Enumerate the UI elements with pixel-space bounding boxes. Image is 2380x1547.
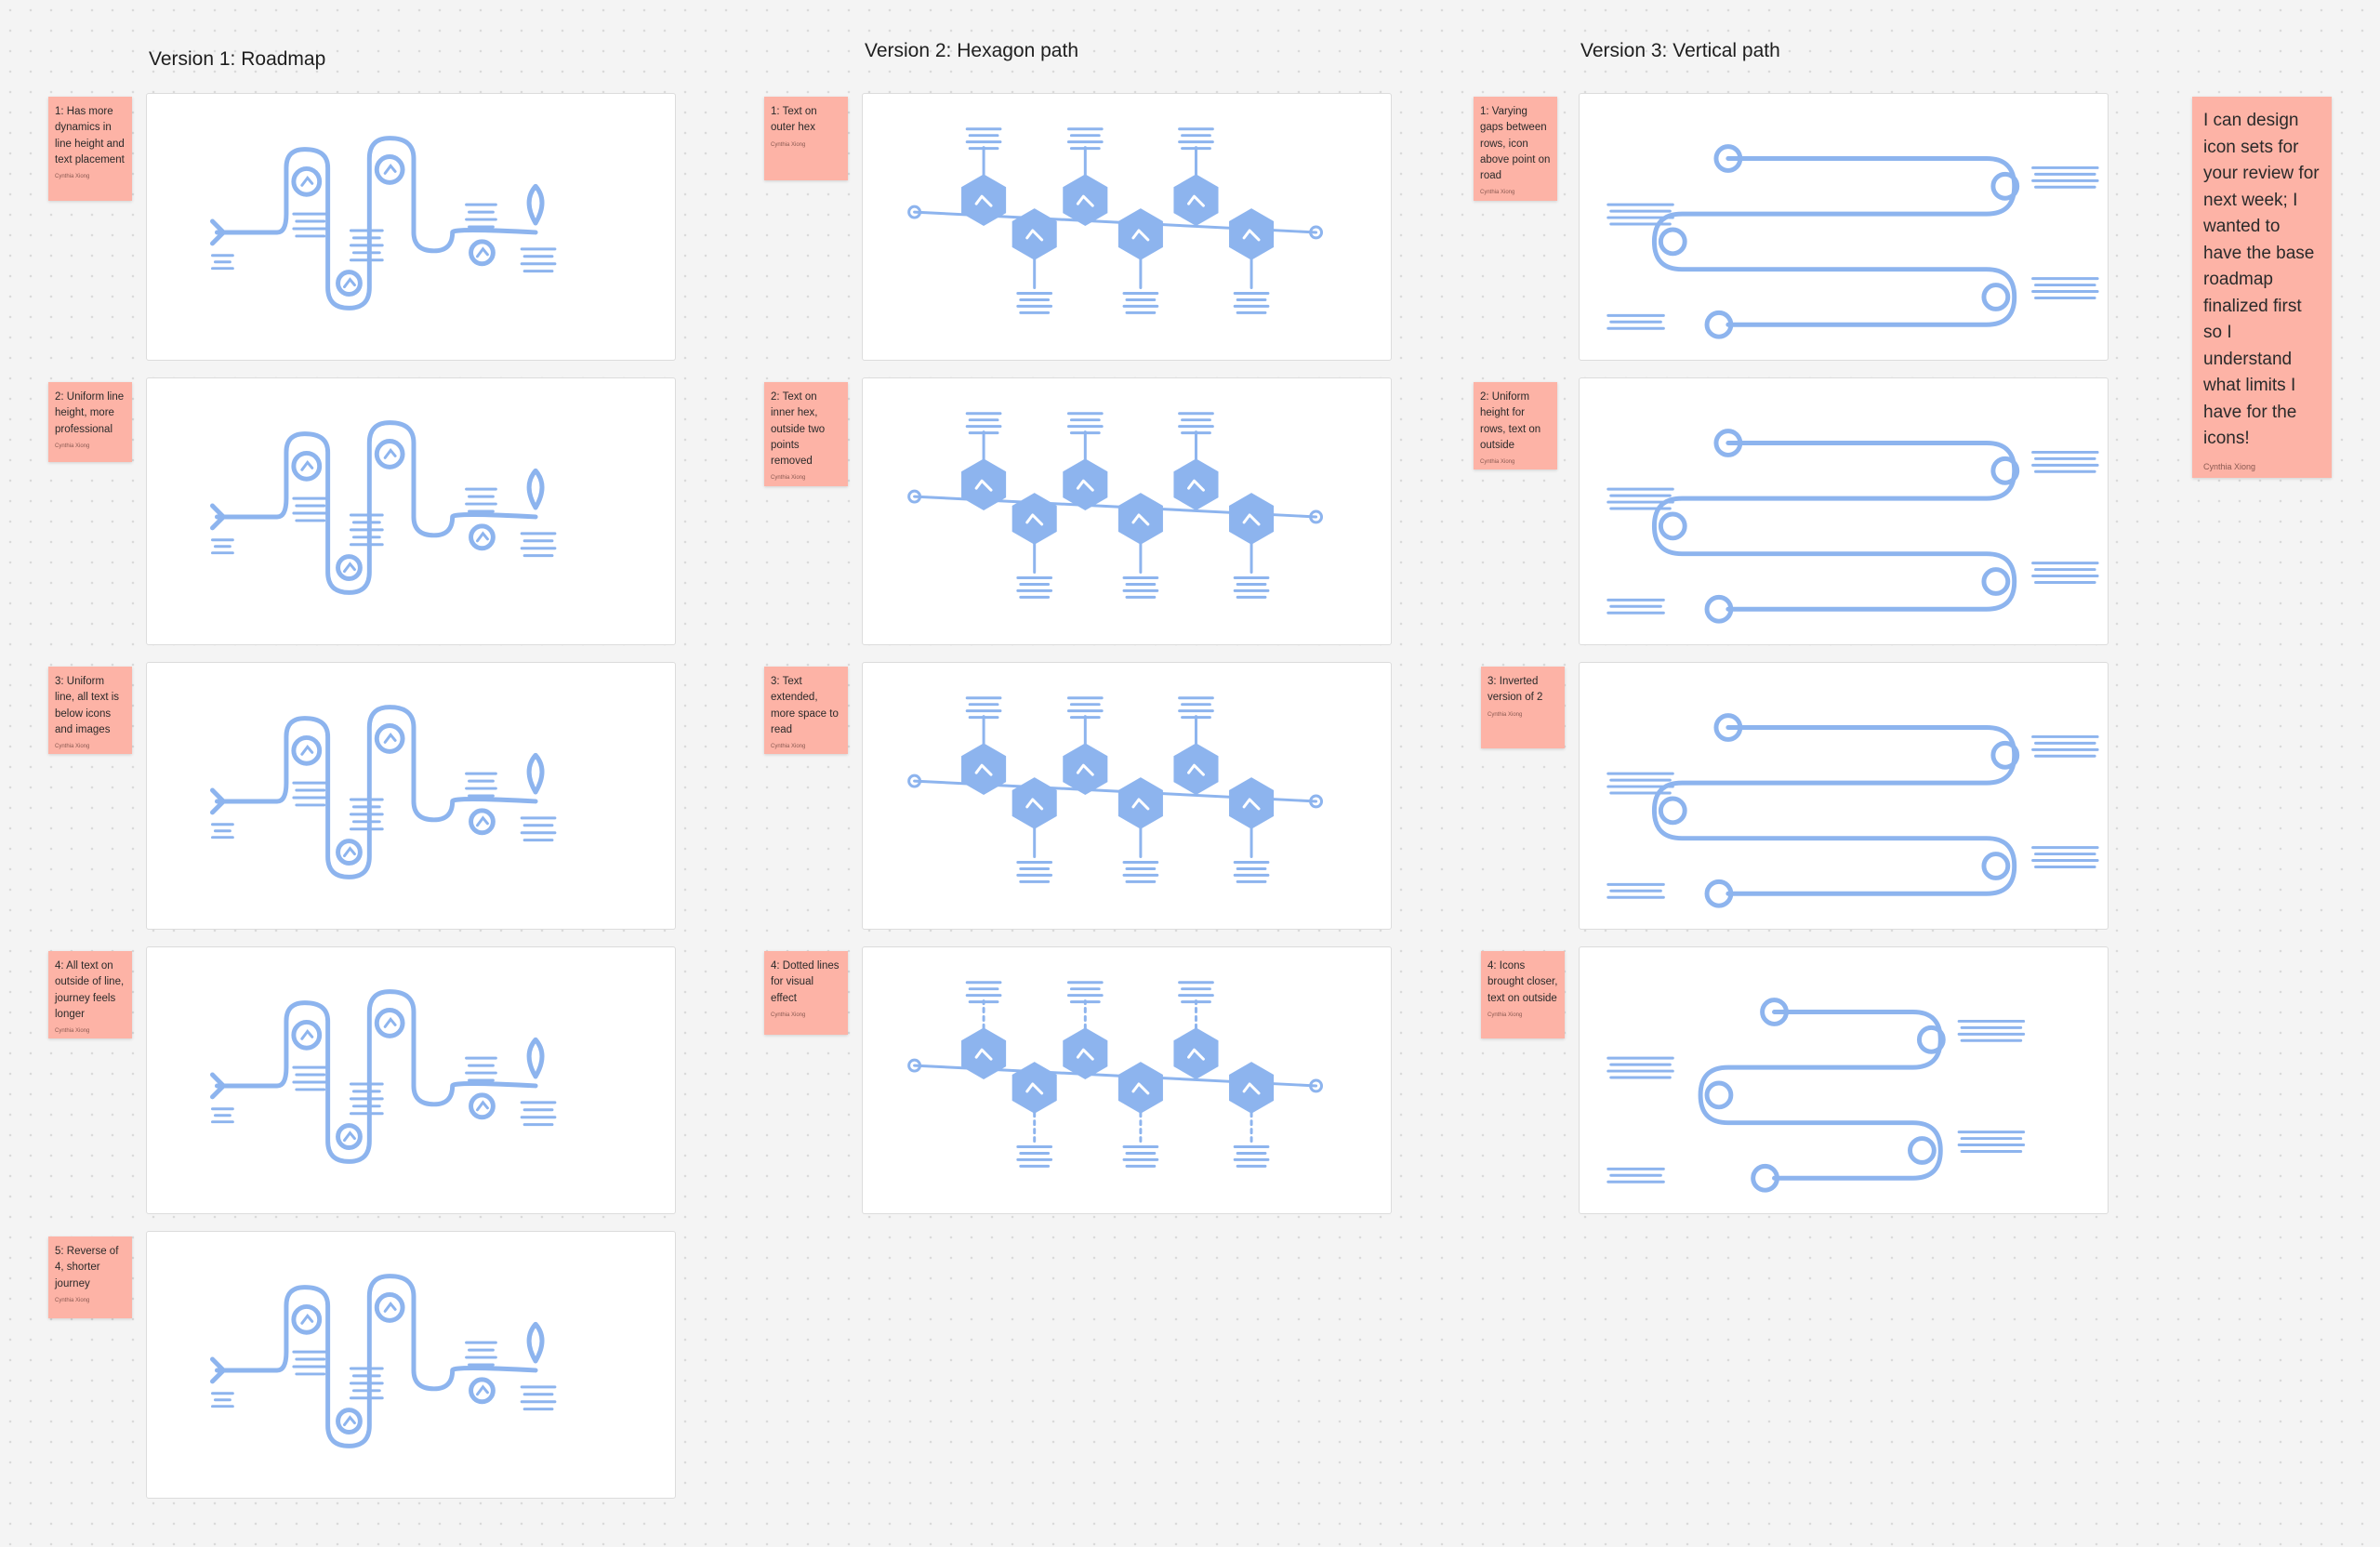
sticky-note-author: Cynthia Xiong bbox=[771, 475, 806, 482]
hexagon-path-sketch bbox=[907, 696, 1324, 883]
sticky-note-author: Cynthia Xiong bbox=[55, 443, 90, 449]
sketch-card-roadmap-1[interactable] bbox=[146, 93, 676, 361]
sticky-note-text: 4: All text on outside of line, journey … bbox=[55, 960, 125, 1020]
sketch-card-vertical-1[interactable] bbox=[1579, 93, 2109, 361]
vertical-path-sketch bbox=[1606, 144, 2099, 339]
roadmap-sketch bbox=[210, 1274, 557, 1448]
sticky-note-text: 2: Text on inner hex, outside two points… bbox=[771, 391, 826, 467]
sticky-note-author: Cynthia Xiong bbox=[771, 1012, 806, 1018]
hexagon-path-sketch bbox=[907, 981, 1324, 1168]
sketch-card-vertical-2[interactable] bbox=[1579, 377, 2109, 645]
roadmap-sketch bbox=[210, 136, 557, 311]
sticky-note-text: 3: Text extended, more space to read bbox=[771, 676, 839, 735]
comment-text: I can design icon sets for your review f… bbox=[2203, 111, 2320, 448]
comment-sticky-note[interactable]: I can design icon sets for your review f… bbox=[2192, 97, 2332, 478]
sticky-note-v1-2[interactable]: 2: Uniform line height, more professiona… bbox=[48, 382, 132, 462]
hexagon-path-sketch bbox=[907, 412, 1324, 599]
sticky-note-v1-3[interactable]: 3: Uniform line, all text is below icons… bbox=[48, 667, 132, 754]
sticky-note-v2-4[interactable]: 4: Dotted lines for visual effect Cynthi… bbox=[764, 951, 848, 1035]
sticky-note-text: 1: Varying gaps between rows, icon above… bbox=[1480, 106, 1551, 181]
sticky-note-author: Cynthia Xiong bbox=[1488, 711, 1523, 718]
sketch-card-roadmap-2[interactable] bbox=[146, 377, 676, 645]
sticky-note-author: Cynthia Xiong bbox=[55, 174, 90, 179]
vertical-path-sketch bbox=[1606, 713, 2099, 908]
sticky-note-v2-2[interactable]: 2: Text on inner hex, outside two points… bbox=[764, 382, 848, 486]
sticky-note-text: 3: Uniform line, all text is below icons… bbox=[55, 676, 120, 735]
sticky-note-v2-3[interactable]: 3: Text extended, more space to read Cyn… bbox=[764, 667, 848, 754]
sketch-card-hexagon-2[interactable] bbox=[862, 377, 1392, 645]
column-title-hexagon: Version 2: Hexagon path bbox=[865, 40, 1078, 61]
sticky-note-v3-2[interactable]: 2: Uniform height for rows, text on outs… bbox=[1474, 382, 1557, 469]
sticky-note-v1-5[interactable]: 5: Reverse of 4, shorter journey Cynthia… bbox=[48, 1236, 132, 1318]
sketch-card-hexagon-3[interactable] bbox=[862, 662, 1392, 930]
sticky-note-text: 2: Uniform line height, more professiona… bbox=[55, 391, 125, 435]
sketch-card-hexagon-4[interactable] bbox=[862, 946, 1392, 1214]
sticky-note-v3-1[interactable]: 1: Varying gaps between rows, icon above… bbox=[1474, 97, 1557, 201]
sticky-note-text: 4: Icons brought closer, text on outside bbox=[1488, 960, 1558, 1004]
hexagon-path-sketch bbox=[907, 127, 1324, 314]
sketch-card-vertical-4[interactable] bbox=[1579, 946, 2109, 1214]
roadmap-sketch bbox=[210, 705, 557, 879]
sketch-card-hexagon-1[interactable] bbox=[862, 93, 1392, 361]
sketch-card-roadmap-4[interactable] bbox=[146, 946, 676, 1214]
sketch-card-roadmap-3[interactable] bbox=[146, 662, 676, 930]
sticky-note-author: Cynthia Xiong bbox=[1480, 459, 1515, 465]
comment-author: Cynthia Xiong bbox=[2203, 461, 2256, 471]
sketch-card-roadmap-5[interactable] bbox=[146, 1231, 676, 1499]
roadmap-sketch bbox=[210, 989, 557, 1164]
sticky-note-text: 1: Has more dynamics in line height and … bbox=[55, 106, 125, 165]
sticky-note-author: Cynthia Xiong bbox=[55, 1028, 90, 1034]
sticky-note-v1-1[interactable]: 1: Has more dynamics in line height and … bbox=[48, 97, 132, 201]
sticky-note-text: 4: Dotted lines for visual effect bbox=[771, 960, 840, 1004]
sticky-note-author: Cynthia Xiong bbox=[55, 1297, 90, 1303]
sticky-note-v2-1[interactable]: 1: Text on outer hex Cynthia Xiong bbox=[764, 97, 848, 180]
column-title-roadmap: Version 1: Roadmap bbox=[149, 48, 326, 70]
sticky-note-author: Cynthia Xiong bbox=[55, 744, 90, 749]
sticky-note-v1-4[interactable]: 4: All text on outside of line, journey … bbox=[48, 951, 132, 1038]
column-title-vertical: Version 3: Vertical path bbox=[1580, 40, 1780, 61]
sticky-note-v3-4[interactable]: 4: Icons brought closer, text on outside… bbox=[1481, 951, 1565, 1038]
roadmap-sketch bbox=[210, 420, 557, 595]
sticky-note-author: Cynthia Xiong bbox=[1480, 190, 1515, 196]
sketch-card-vertical-3[interactable] bbox=[1579, 662, 2109, 930]
vertical-path-sketch bbox=[1606, 998, 2026, 1193]
sticky-note-author: Cynthia Xiong bbox=[771, 744, 806, 749]
sticky-note-author: Cynthia Xiong bbox=[771, 141, 806, 148]
sticky-note-v3-3[interactable]: 3: Inverted version of 2 Cynthia Xiong bbox=[1481, 667, 1565, 748]
vertical-path-sketch bbox=[1606, 429, 2099, 624]
sticky-note-author: Cynthia Xiong bbox=[1488, 1012, 1523, 1018]
sticky-note-text: 2: Uniform height for rows, text on outs… bbox=[1480, 391, 1541, 451]
sticky-note-text: 1: Text on outer hex bbox=[771, 106, 817, 134]
sticky-note-text: 5: Reverse of 4, shorter journey bbox=[55, 1246, 119, 1289]
sticky-note-text: 3: Inverted version of 2 bbox=[1488, 676, 1543, 704]
